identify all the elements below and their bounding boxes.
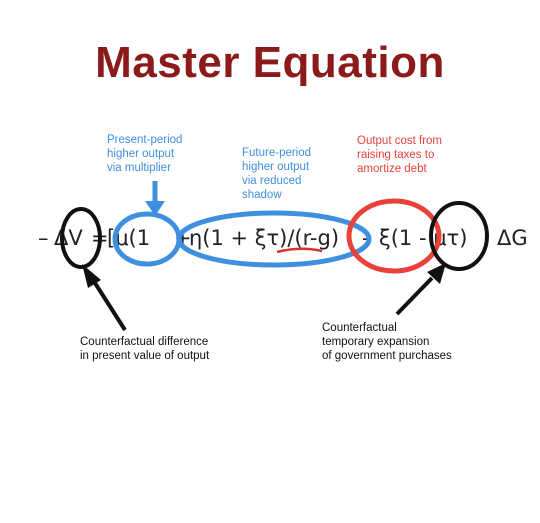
annotation-counterfactual-difference: Counterfactual difference in present val… [80,336,210,362]
eq-minus-sign: – [38,226,49,250]
eq-term-mu: [μ(1 [107,226,151,250]
arrow-expansion-head [427,263,446,284]
annotation-present-period: Present-period higher output via multipl… [107,134,183,174]
eq-minus: - [362,226,370,250]
annotation-counterfactual-expansion: Counterfactual temporary expansion of go… [322,322,452,362]
eq-delta-g: ΔG [497,226,528,250]
arrow-difference-shaft [93,281,127,332]
arrow-expansion-shaft [395,276,434,316]
eq-term-xi: ξ(1 - μτ) [379,226,468,250]
slide-title: Master Equation [95,38,445,87]
eq-equals: = [91,226,109,250]
annotation-future-period: Future-period higher output via reduced … [242,147,312,201]
eq-delta-v: ΔV [54,226,83,250]
eq-term-eta: η(1 + ξτ)/(r-g) [189,226,340,250]
annotation-output-cost: Output cost from raising taxes to amorti… [357,135,443,175]
arrow-difference-head [82,264,101,288]
arrow-present-head [145,201,165,216]
master-equation: – ΔV = [μ(1 + η(1 + ξτ)/(r-g) - ξ(1 - μτ… [38,223,528,253]
